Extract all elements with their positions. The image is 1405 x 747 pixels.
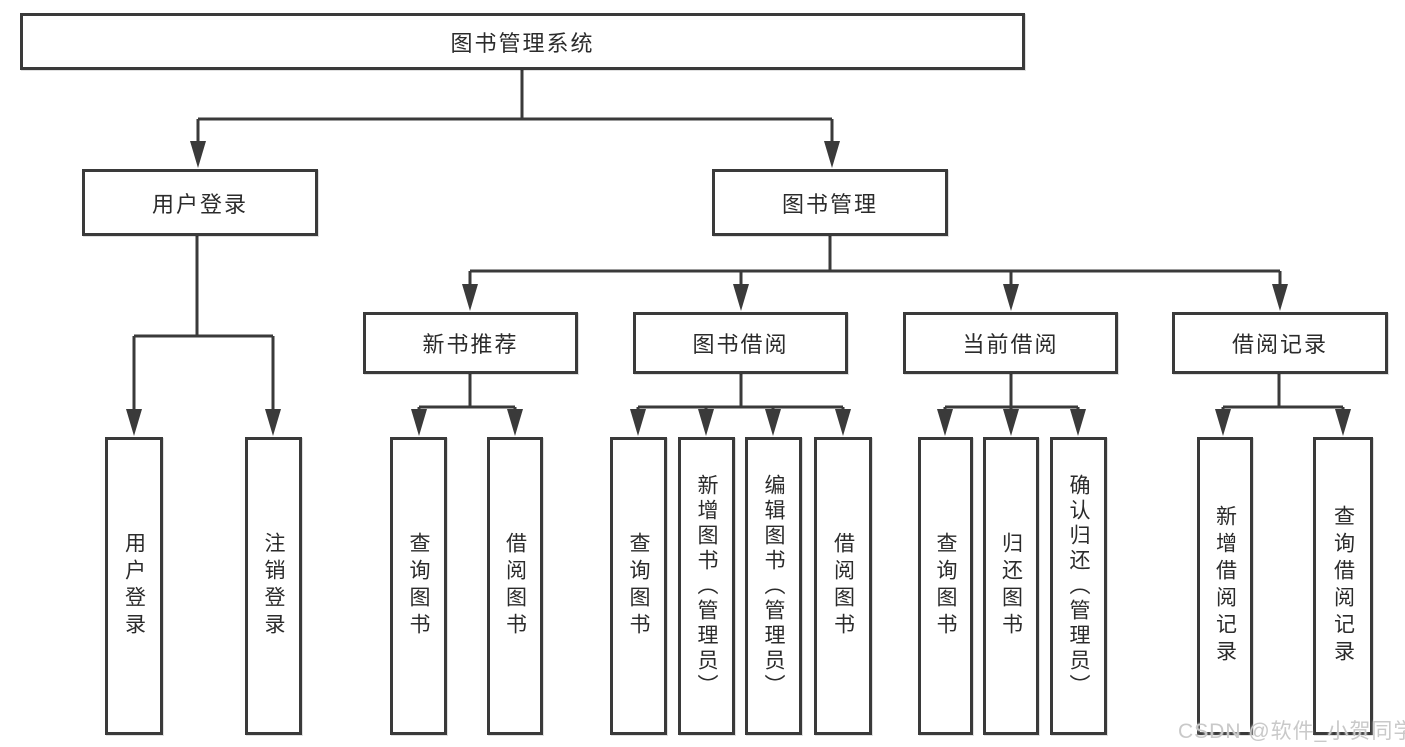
leaf-user-login: 用户登录 xyxy=(105,437,163,735)
leaf-query-books-recommend-label: 查询图书 xyxy=(407,532,430,640)
node-current-borrow-label: 当前借阅 xyxy=(962,332,1059,357)
node-borrow-record: 借阅记录 xyxy=(1172,312,1388,374)
node-root-label: 图书管理系统 xyxy=(450,30,595,56)
leaf-return-books-label: 归还图书 xyxy=(999,532,1023,640)
leaf-borrow-books: 借阅图书 xyxy=(814,437,872,735)
node-borrow-record-label: 借阅记录 xyxy=(1231,332,1328,357)
node-book-management: 图书管理 xyxy=(712,169,948,236)
leaf-query-books-current: 查询图书 xyxy=(918,437,973,735)
connector-user-login-children xyxy=(126,236,281,436)
node-book-management-label: 图书管理 xyxy=(781,191,878,217)
leaf-confirm-return-admin-label: 确认归还（管理员） xyxy=(1067,473,1090,699)
leaf-query-books-current-label: 查询图书 xyxy=(934,532,957,640)
leaf-add-books-admin-label: 新增图书（管理员） xyxy=(695,473,718,699)
connector-root-to-level2 xyxy=(190,70,840,168)
connector-borrow-record-children xyxy=(1215,374,1351,436)
leaf-query-books-borrow: 查询图书 xyxy=(610,437,667,735)
leaf-add-books-admin: 新增图书（管理员） xyxy=(678,437,735,735)
connector-book-management-children xyxy=(462,236,1288,311)
leaf-user-login-label: 用户登录 xyxy=(122,532,146,640)
node-book-borrow-label: 图书借阅 xyxy=(692,332,789,357)
csdn-watermark: CSDN @软件_小贺同学 xyxy=(1178,720,1405,743)
leaf-edit-books-admin-label: 编辑图书（管理员） xyxy=(762,473,785,699)
leaf-query-books-borrow-label: 查询图书 xyxy=(627,532,650,640)
node-user-login-label: 用户登录 xyxy=(151,191,248,217)
node-new-book-recommend: 新书推荐 xyxy=(363,312,578,374)
node-current-borrow: 当前借阅 xyxy=(903,312,1118,374)
leaf-borrow-books-recommend: 借阅图书 xyxy=(487,437,543,735)
node-user-login: 用户登录 xyxy=(82,169,318,236)
leaf-query-borrow-record-label: 查询借阅记录 xyxy=(1331,505,1355,667)
leaf-query-books-recommend: 查询图书 xyxy=(390,437,447,735)
connector-new-book-recommend-children xyxy=(411,374,523,436)
leaf-add-borrow-record-label: 新增借阅记录 xyxy=(1213,505,1237,667)
leaf-borrow-books-label: 借阅图书 xyxy=(831,532,855,640)
leaf-return-books: 归还图书 xyxy=(983,437,1039,735)
leaf-query-borrow-record: 查询借阅记录 xyxy=(1313,437,1373,735)
node-new-book-recommend-label: 新书推荐 xyxy=(422,332,519,357)
node-book-borrow: 图书借阅 xyxy=(633,312,848,374)
leaf-logout-label: 注销登录 xyxy=(262,532,285,640)
leaf-logout: 注销登录 xyxy=(245,437,302,735)
connector-current-borrow-children xyxy=(937,374,1086,436)
leaf-confirm-return-admin: 确认归还（管理员） xyxy=(1050,437,1107,735)
leaf-borrow-books-recommend-label: 借阅图书 xyxy=(503,532,527,640)
node-root-library-system: 图书管理系统 xyxy=(20,13,1025,70)
leaf-add-borrow-record: 新增借阅记录 xyxy=(1197,437,1253,735)
connector-book-borrow-children xyxy=(630,374,851,436)
leaf-edit-books-admin: 编辑图书（管理员） xyxy=(745,437,802,735)
